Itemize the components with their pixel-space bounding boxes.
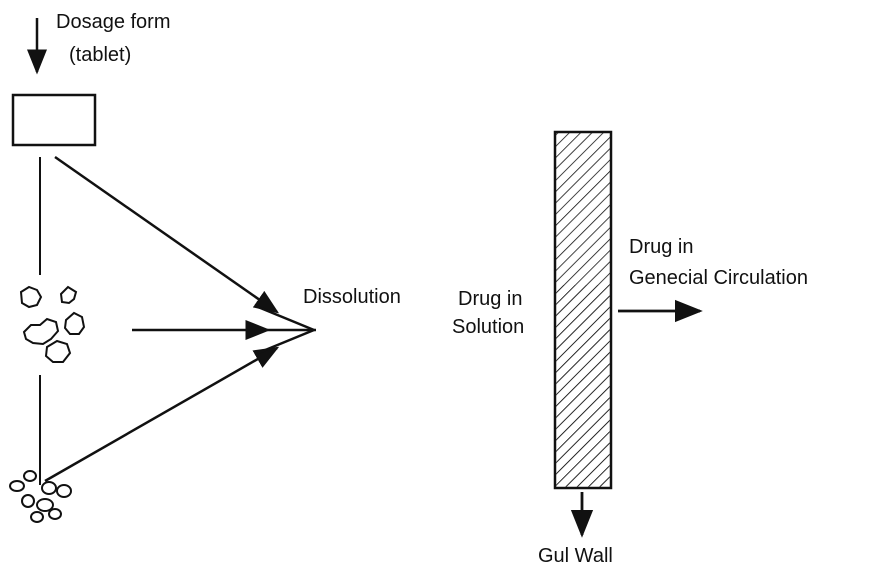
drug-in-solution-line-1: Drug in xyxy=(458,288,523,310)
drug-in-solution-line-2: Solution xyxy=(452,316,525,338)
fine-particles-icon xyxy=(9,470,72,523)
dosage-form-label: Dosage form xyxy=(56,11,171,33)
tablet-dissolution-arrow xyxy=(54,155,280,314)
tablet-label: (tablet) xyxy=(69,44,132,66)
gut-wall-label: Gul Wall xyxy=(538,545,613,567)
dissolution-label: Dissolution xyxy=(303,286,401,308)
tablet-icon xyxy=(11,93,97,147)
gut-wall-light-section xyxy=(557,285,609,486)
dissolution-convergence-arrow-1 xyxy=(257,305,315,332)
dissolution-convergence-arrow-2 xyxy=(257,328,315,355)
drug-in-circulation-line-1: Drug in xyxy=(629,236,694,258)
drug-in-circulation-line-2: Genecial Circulation xyxy=(629,267,808,289)
granules-icon xyxy=(19,285,86,363)
particles-dissolution-arrow xyxy=(44,346,280,483)
